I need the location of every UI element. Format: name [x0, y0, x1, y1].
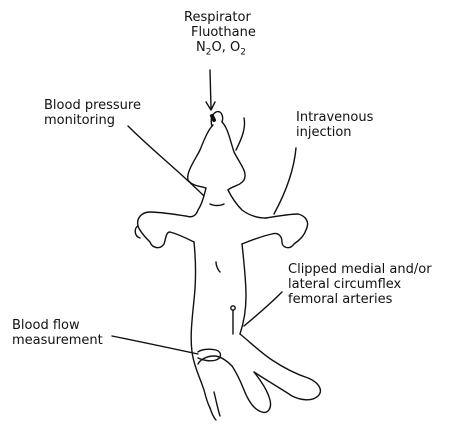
chest-mark [210, 204, 224, 206]
blood-flow-line1: Blood flow [12, 318, 103, 333]
blood-flow-label: Blood flow measurement [12, 318, 103, 348]
leader-intravenous [274, 148, 296, 214]
leader-blood-pressure [128, 126, 204, 196]
respirator-line1: Respirator [184, 10, 256, 25]
clipped-arteries-label: Clipped medial and/or lateral circumflex… [288, 262, 432, 307]
respirator-line3: N2O, O2 [184, 40, 256, 61]
right-foreleg [242, 214, 308, 248]
leader-blood-flow [112, 336, 198, 354]
respirator-line2: Fluothane [184, 25, 256, 40]
respirator-label: Respirator Fluothane N2O, O2 [184, 10, 256, 61]
left-foreleg [138, 212, 194, 248]
right-hindleg [240, 334, 320, 400]
abdomen-mark [216, 262, 220, 272]
left-foot [198, 349, 221, 361]
blood-pressure-line2: monitoring [44, 113, 141, 128]
ear-right [236, 118, 245, 150]
clipped-line2: lateral circumflex [288, 277, 432, 292]
bp-catheter [212, 116, 214, 120]
intravenous-line2: injection [296, 125, 373, 140]
leader-clipped [244, 292, 282, 326]
intravenous-line1: Intravenous [296, 110, 373, 125]
clipped-line1: Clipped medial and/or [288, 262, 432, 277]
tail [210, 408, 216, 420]
head-outline-right [222, 122, 245, 190]
torso-right [228, 190, 266, 218]
head-outline [188, 125, 213, 188]
blood-pressure-label: Blood pressure monitoring [44, 98, 141, 128]
body-left [191, 242, 210, 408]
tail-inner [214, 392, 220, 416]
torso-left [186, 188, 206, 217]
intravenous-label: Intravenous injection [296, 110, 373, 140]
right-hindleg-inner [232, 366, 271, 412]
clipped-line3: femoral arteries [288, 292, 432, 307]
blood-flow-line2: measurement [12, 333, 103, 348]
leader-respirator [210, 70, 211, 108]
blood-pressure-line1: Blood pressure [44, 98, 141, 113]
body-right [240, 244, 246, 334]
